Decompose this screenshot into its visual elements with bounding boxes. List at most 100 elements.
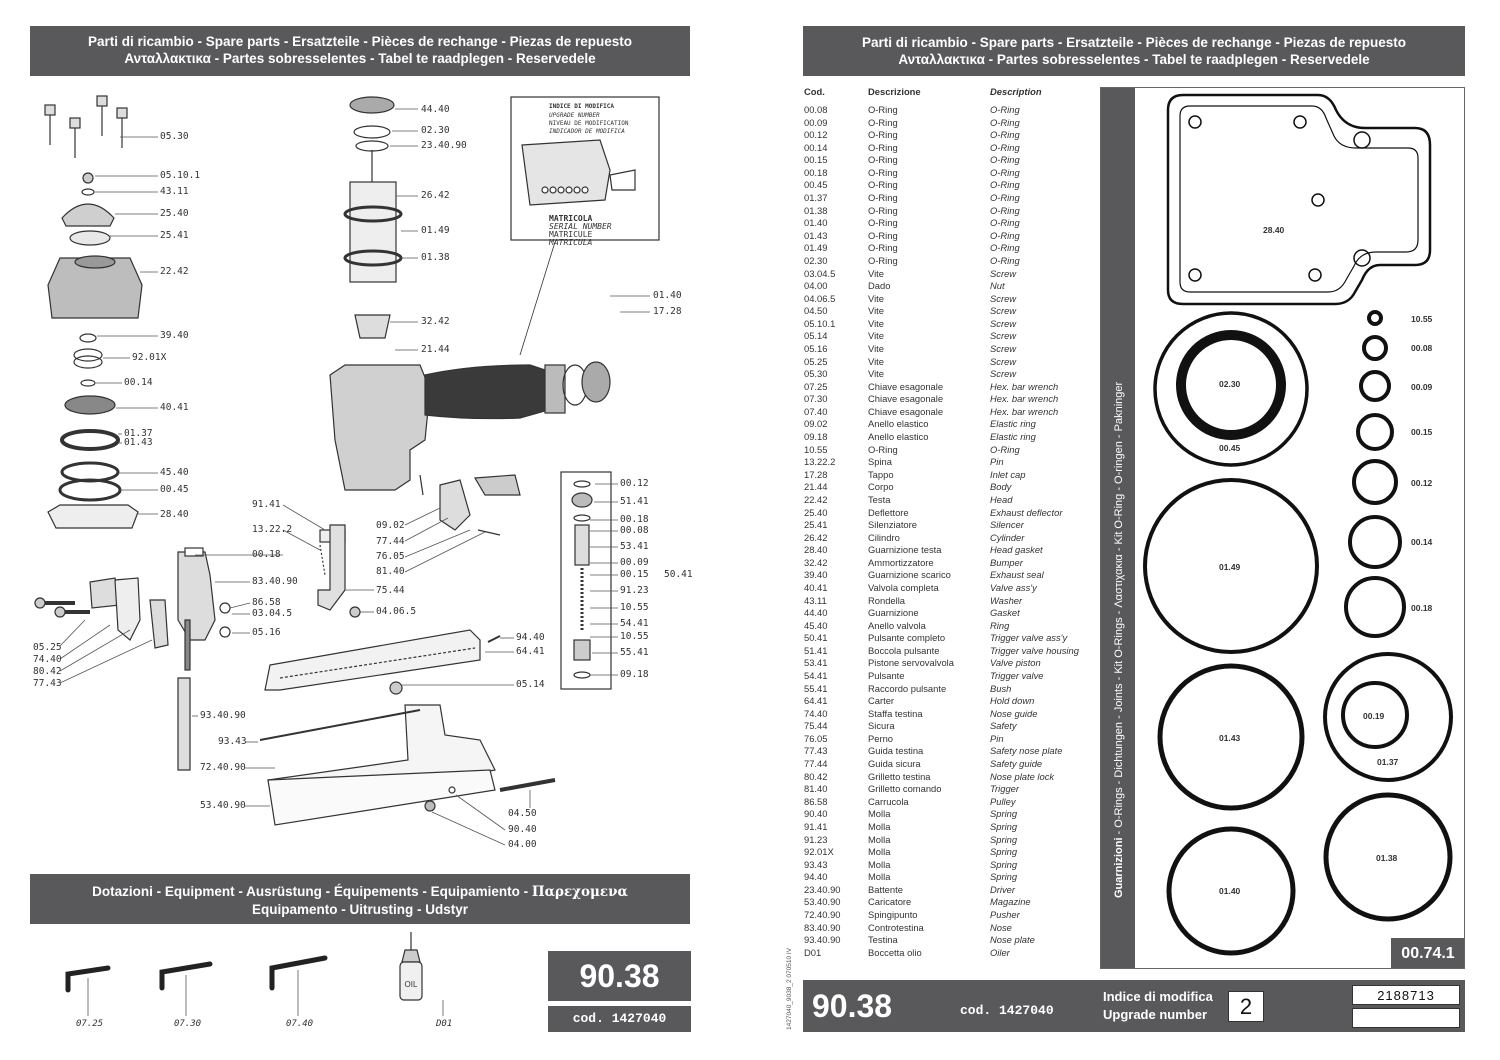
serial-value-box: 2188713 xyxy=(1352,985,1460,1005)
cell-desc-en: Washer xyxy=(990,594,1023,606)
cell-desc-it: Molla xyxy=(868,846,891,858)
cell-desc-en: Screw xyxy=(990,267,1017,279)
part-callout: 10.55 xyxy=(620,602,649,613)
cell-code: 92.01X xyxy=(804,846,834,858)
cell-desc-en: Nose plate xyxy=(990,934,1035,946)
ring-label: 00.14 xyxy=(1411,537,1433,547)
screw-icon xyxy=(44,95,128,158)
ring-label: 01.43 xyxy=(1219,733,1241,743)
part-callout: 83.40.90 xyxy=(252,576,298,587)
cell-code: D01 xyxy=(804,946,822,958)
cell-code: 83.40.90 xyxy=(804,921,841,933)
ring-label: 01.49 xyxy=(1219,562,1241,572)
part-callout: 04.06.5 xyxy=(376,606,417,617)
cell-code: 93.40.90 xyxy=(804,934,841,946)
cell-desc-en: Valve piston xyxy=(990,657,1041,669)
left-code-number: cod. 1427040 xyxy=(548,1006,691,1032)
cell-desc-it: O-Ring xyxy=(868,204,898,216)
cell-desc-it: O-Ring xyxy=(868,179,898,191)
cell-desc-it: Tappo xyxy=(868,468,894,480)
hex-wrench-icon xyxy=(65,965,111,993)
part-callout: 25.40 xyxy=(160,208,189,219)
cell-code: 07.25 xyxy=(804,380,828,392)
cell-desc-en: O-Ring xyxy=(990,443,1020,455)
cell-code: 23.40.90 xyxy=(804,883,841,895)
cell-code: 09.18 xyxy=(804,431,828,443)
cell-desc-it: Caricatore xyxy=(868,896,912,908)
ring-label: 01.38 xyxy=(1376,853,1398,863)
cell-code: 05.25 xyxy=(804,355,828,367)
cell-desc-it: Guarnizione scarico xyxy=(868,569,951,581)
cell-code: 74.40 xyxy=(804,707,828,719)
left-model-number: 90.38 xyxy=(548,951,691,1001)
cell-code: 01.43 xyxy=(804,229,828,241)
cell-code: 40.41 xyxy=(804,581,828,593)
cell-desc-it: Battente xyxy=(868,883,903,895)
cell-code: 21.44 xyxy=(804,481,828,493)
cell-code: 05.30 xyxy=(804,368,828,380)
cell-desc-en: Pin xyxy=(990,732,1004,744)
right-code-number: cod. 1427040 xyxy=(960,1003,1054,1018)
part-callout: 93.43 xyxy=(218,736,247,747)
oil-text: OIL xyxy=(405,980,418,989)
tool-label: 07.25 xyxy=(76,1019,104,1029)
cell-code: 05.10.1 xyxy=(804,317,836,329)
svg-text:SERIAL NUMBER: SERIAL NUMBER xyxy=(549,222,612,231)
cell-desc-en: Screw xyxy=(990,317,1017,329)
cell-desc-it: Ammortizzatore xyxy=(868,556,934,568)
part-callout: 51.41 xyxy=(620,496,649,507)
cell-desc-en: Head gasket xyxy=(990,544,1043,556)
part-callout: 80.42 xyxy=(33,666,62,677)
cell-desc-it: Pulsante completo xyxy=(868,632,946,644)
cell-code: 90.40 xyxy=(804,808,828,820)
cell-code: 00.15 xyxy=(804,154,828,166)
cell-code: 75.44 xyxy=(804,720,828,732)
cell-code: 00.08 xyxy=(804,104,828,115)
cell-desc-en: O-Ring xyxy=(990,104,1020,115)
cell-desc-it: Valvola completa xyxy=(868,581,939,593)
cell-code: 01.37 xyxy=(804,192,828,204)
cell-desc-it: Vite xyxy=(868,267,884,279)
cell-desc-it: Vite xyxy=(868,342,884,354)
part-callout: 43.11 xyxy=(160,186,189,197)
part-callout: 00.14 xyxy=(124,377,153,388)
part-callout: 75.44 xyxy=(376,585,405,596)
part-callout: 05.10.1 xyxy=(160,170,201,181)
cell-desc-it: O-Ring xyxy=(868,229,898,241)
cell-code: 51.41 xyxy=(804,644,828,656)
cell-code: 86.58 xyxy=(804,795,828,807)
hex-wrench-icon xyxy=(159,961,213,991)
cell-desc-en: Spring xyxy=(990,858,1018,870)
right-header-line2: Ανταλλακτικα - Partes sobresselentes - T… xyxy=(898,52,1370,67)
cell-desc-it: Pulsante xyxy=(868,670,905,682)
cell-code: 01.49 xyxy=(804,242,828,254)
kit-vertical-label: Guarnizioni - O-Rings - Dichtungen - Joi… xyxy=(1113,381,1125,898)
cell-desc-it: Guarnizione xyxy=(868,607,919,619)
part-callout: 81.40 xyxy=(376,566,405,577)
part-callout: 09.18 xyxy=(620,669,649,680)
cell-desc-en: Silencer xyxy=(990,519,1024,531)
cell-desc-en: O-Ring xyxy=(990,154,1020,166)
cell-desc-en: Oiler xyxy=(990,946,1010,958)
cell-desc-en: O-Ring xyxy=(990,179,1020,191)
part-callout: 25.41 xyxy=(160,230,189,241)
cell-desc-en: Body xyxy=(990,481,1012,493)
cell-desc-en: O-Ring xyxy=(990,204,1020,216)
part-callout: 00.18 xyxy=(252,549,281,560)
part-callout: 53.41 xyxy=(620,541,649,552)
cell-desc-it: Vite xyxy=(868,292,884,304)
cell-desc-en: O-Ring xyxy=(990,229,1020,241)
cell-code: 54.41 xyxy=(804,670,828,682)
cell-desc-it: Molla xyxy=(868,858,891,870)
cell-desc-it: O-Ring xyxy=(868,192,898,204)
cell-desc-en: Driver xyxy=(990,883,1015,895)
ring-label: 00.15 xyxy=(1411,427,1433,437)
cell-desc-en: Trigger xyxy=(990,783,1019,795)
svg-text:MATRICULE: MATRICULE xyxy=(549,230,593,239)
cell-code: 05.16 xyxy=(804,342,828,354)
cell-desc-it: Vite xyxy=(868,305,884,317)
cell-desc-it: Vite xyxy=(868,355,884,367)
left-header-line2: Ανταλλακτικα - Partes sobresselentes - T… xyxy=(124,51,596,66)
cell-desc-en: Spring xyxy=(990,846,1018,858)
cell-desc-it: Vite xyxy=(868,317,884,329)
